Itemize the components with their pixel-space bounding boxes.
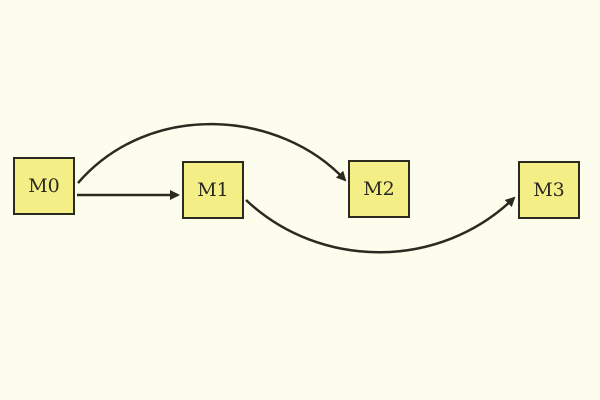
edge-m1-m3 — [245, 196, 516, 254]
node-m0-label: M0 — [28, 175, 60, 197]
node-m1-label: M1 — [197, 179, 229, 201]
node-m2: M2 — [348, 160, 410, 218]
node-m2-label: M2 — [363, 178, 395, 200]
edge-m0-m2 — [77, 122, 347, 184]
node-m3-label: M3 — [533, 179, 565, 201]
node-m0: M0 — [13, 157, 75, 215]
node-m3: M3 — [518, 161, 580, 219]
node-m1: M1 — [182, 161, 244, 219]
